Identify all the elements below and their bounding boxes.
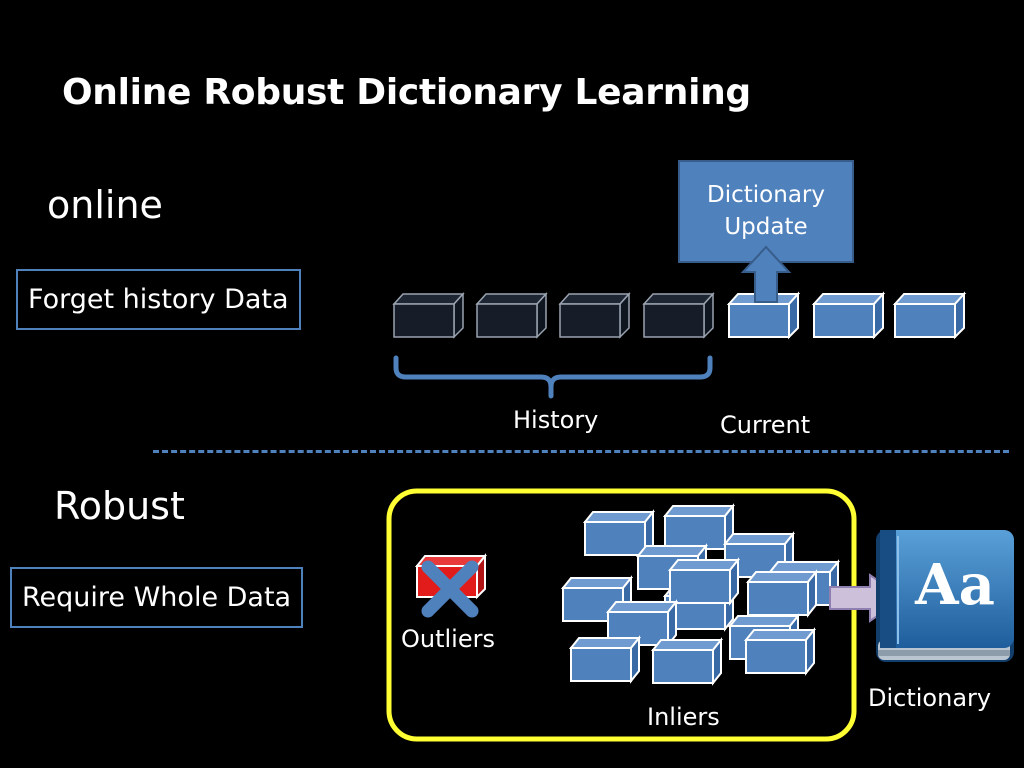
inliers-label: Inliers [647,703,720,731]
history-blocks [392,292,715,339]
current-label: Current [720,411,811,439]
history-block [558,292,631,339]
slide-title: Online Robust Dictionary Learning [62,72,751,113]
history-block [392,292,465,339]
history-brace [393,355,713,399]
dictionary-label: Dictionary [868,684,992,712]
update-up-arrow [740,245,792,303]
book-icon-text: Aa [914,552,995,618]
current-block [811,291,886,340]
reject-x-icon [421,560,479,618]
outliers-label: Outliers [401,625,495,653]
inlier-blocks [560,503,841,686]
inlier-block [650,637,724,686]
inlier-block [743,627,817,676]
history-label: History [513,406,599,434]
inlier-block [745,569,819,618]
require-whole-data-label: Require Whole Data [22,582,292,613]
robust-frame [386,488,857,742]
dictionary-update-line1: Dictionary [707,182,825,209]
robust-heading: Robust [54,484,185,528]
current-block [892,291,967,340]
forget-history-label: Forget history Data [28,284,289,315]
history-block [475,292,548,339]
online-heading: online [47,183,163,227]
section-divider [153,450,1009,453]
inlier-block [568,635,642,684]
forget-history-box: Forget history Data [16,269,301,330]
inlier-block [582,509,656,558]
history-block [642,292,715,339]
dictionary-update-line2: Update [724,213,808,240]
inlier-block [667,557,741,606]
dictionary-book-icon: Aa [876,530,1014,662]
inlier-block [662,503,736,552]
current-blocks [726,291,967,340]
require-whole-data-box: Require Whole Data [10,567,304,628]
